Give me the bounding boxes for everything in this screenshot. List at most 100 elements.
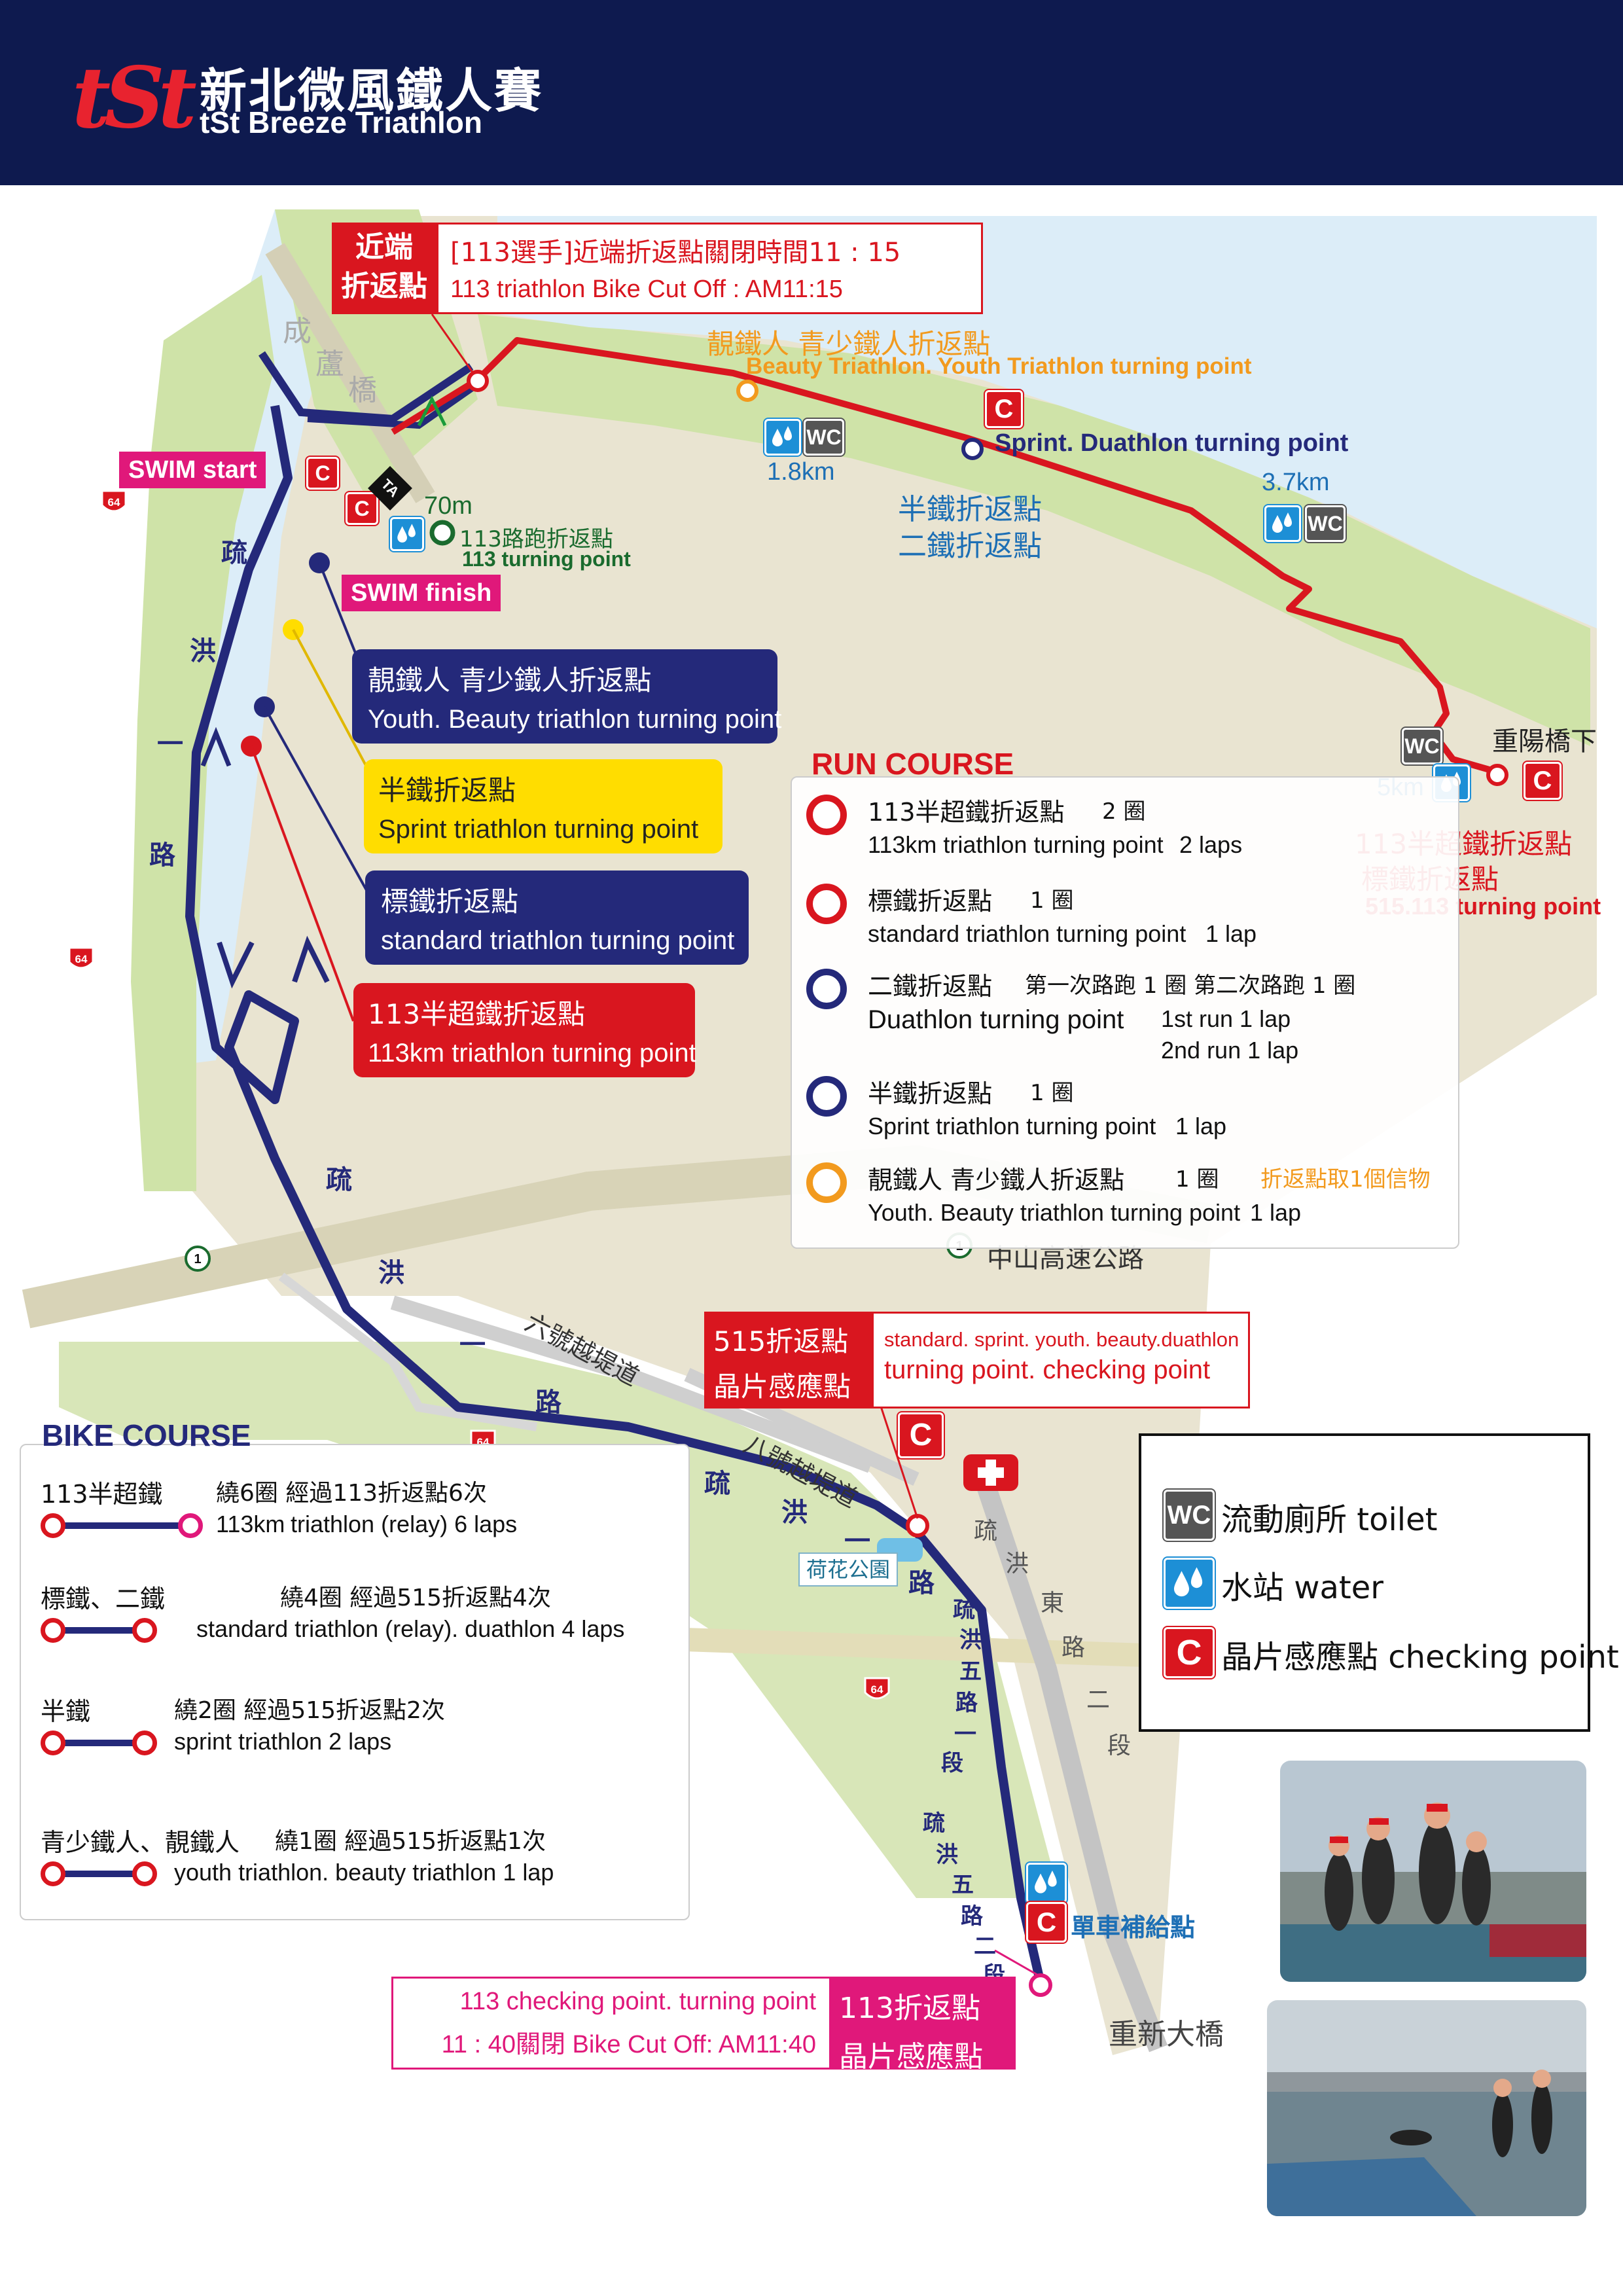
- park-green-north: [478, 314, 1590, 746]
- bike-supply-label: 單車補給點: [1071, 1913, 1196, 1942]
- duathlon-turn-label: 二鐵折返點: [898, 529, 1042, 563]
- road-shuhong-east-char: 疏: [974, 1518, 998, 1545]
- turn-515-en2: turning point. checking point: [884, 1355, 1211, 1384]
- toilet-icon: WC: [1164, 1490, 1215, 1541]
- bike-row-zh-name: 青少鐵人、靚鐵人: [41, 1828, 240, 1857]
- race-photo-swimmers: [1267, 2000, 1586, 2216]
- run-row-zh-laps: 1 圈: [1175, 1166, 1219, 1193]
- bike-row-zh-desc: 繞1圈 經過515折返點1次: [275, 1828, 546, 1855]
- distance-1-8km: 1.8km: [767, 458, 835, 486]
- bike-row-zh-desc: 繞6圈 經過113折返點6次: [216, 1480, 487, 1507]
- bike-row-en-desc: triathlon (relay) 6 laps: [291, 1511, 518, 1537]
- run-turn-marker-icon: [806, 1162, 847, 1203]
- beauty-youth-top-zh: 靚鐵人 青少鐵人折返點: [707, 328, 991, 360]
- run-row-zh-laps: 第一次路跑 1 圈 第二次路跑 1 圈: [1025, 973, 1356, 999]
- road-shuhong1-char: 路: [535, 1388, 562, 1418]
- run-course-panel: [791, 776, 1459, 1249]
- road-shuhong1-char: 一: [844, 1526, 870, 1556]
- bike-route-sample: [51, 1627, 143, 1634]
- checkpoint-icon: C: [898, 1412, 944, 1458]
- chongxin-bridge-label: 重新大橋: [1109, 2018, 1224, 2051]
- bike-route-end-marker: [132, 1861, 157, 1886]
- title-chinese: 新北微風鐵人賽: [200, 63, 544, 118]
- road-shuhong-east-char: 東: [1041, 1590, 1065, 1617]
- highway-64-shield: 64: [99, 488, 128, 518]
- road-shuhong5-char: 疏: [953, 1597, 975, 1623]
- callout-standard-en: standard triathlon turning point: [381, 926, 735, 955]
- run-row-en: Duathlon turning point: [868, 1005, 1124, 1034]
- turn-113-box: 113折返點 晶片感應點: [831, 1977, 1016, 2073]
- bike-route-start-marker: [41, 1861, 65, 1886]
- callout-113km-en: 113km triathlon turning point: [368, 1039, 696, 1067]
- callout-sprint-zh: 半鐵折返點: [378, 774, 516, 806]
- chenglu-bridge-char3: 橋: [348, 374, 377, 407]
- run-turn-marker-icon: [806, 884, 847, 924]
- run-row-en: Sprint triathlon turning point: [868, 1113, 1156, 1139]
- run-row-zh: 半鐵折返點: [868, 1079, 993, 1108]
- road-shuhong5-char: 路: [955, 1690, 978, 1716]
- header-banner: tSt 新北微風鐵人賽 tSt Breeze Triathlon: [0, 0, 1623, 185]
- checkpoint-icon: C: [346, 492, 378, 525]
- road-shuhong1-char: 疏: [704, 1469, 730, 1499]
- run-row-en: Youth. Beauty triathlon turning point: [868, 1199, 1241, 1226]
- bike-route-start-marker: [41, 1513, 65, 1538]
- turn-113-info: 113 checking point. turning point 11 : 4…: [391, 1977, 831, 2070]
- checkpoint-icon: C: [1524, 762, 1561, 800]
- 113-run-turn-marker: [429, 520, 455, 546]
- svg-text:64: 64: [871, 1683, 883, 1696]
- bike-row-zh-desc: 繞4圈 經過515折返點4次: [280, 1585, 551, 1611]
- swim-start-label: SWIM start: [119, 452, 266, 488]
- run-row-note: 折返點取1個信物: [1260, 1166, 1431, 1193]
- bike-route-end-marker: [132, 1618, 157, 1643]
- road-shuhong5-char: 疏: [923, 1810, 945, 1837]
- run-row-zh: 標鐵折返點: [868, 887, 993, 916]
- run-course-title: RUN COURSE: [812, 747, 1014, 781]
- highway-1-shield: 1: [183, 1244, 212, 1274]
- bike-route-end-marker: [132, 1731, 157, 1755]
- checkpoint-icon: C: [306, 457, 339, 490]
- run-row-zh-laps: 1 圈: [1030, 888, 1074, 914]
- lotus-park-label: 荷花公園: [798, 1552, 899, 1587]
- callout-sprint: 半鐵折返點 Sprint triathlon turning point: [364, 759, 722, 853]
- bike-row-zh-name: 半鐵: [41, 1697, 91, 1726]
- bike-row-en-desc: youth triathlon. beauty triathlon 1 lap: [174, 1859, 554, 1886]
- road-shuhong1-char: 路: [908, 1568, 935, 1598]
- callout-113km: 113半超鐵折返點 113km triathlon turning point: [353, 983, 696, 1077]
- run-row-en-laps2: 2nd run 1 lap: [1161, 1037, 1299, 1064]
- chongyang-turn-marker: [1486, 764, 1508, 786]
- water-station-icon: [1164, 1558, 1215, 1609]
- bike-route: [185, 404, 1045, 1984]
- road-shuhong5-char: 洪: [936, 1842, 958, 1868]
- sprint-duathlon-marker: [961, 438, 984, 460]
- road-shuhong1-char: 洪: [378, 1258, 404, 1288]
- svg-text:64: 64: [108, 496, 120, 509]
- title-english: tSt Breeze Triathlon: [200, 105, 482, 139]
- road-shuhong1-char: 疏: [326, 1165, 352, 1195]
- callout-youth-beauty-en: Youth. Beauty triathlon turning point: [368, 705, 782, 734]
- bike-row-en-desc: standard triathlon (relay). duathlon 4 l…: [196, 1615, 625, 1642]
- road-shuhong1-char: 路: [149, 840, 175, 870]
- road-shuhong1-char: 一: [157, 729, 183, 759]
- sprint-duathlon-label: Sprint. Duathlon turning point: [995, 429, 1349, 457]
- 113-turn-marker: [1029, 1973, 1052, 1997]
- shuhong-east-road: [972, 1469, 1168, 2053]
- bike-route-sample: [51, 1522, 188, 1529]
- callout-youth-beauty: 靚鐵人 青少鐵人折返點 Youth. Beauty triathlon turn…: [352, 649, 782, 744]
- road-shuhong1-char: 一: [459, 1330, 486, 1360]
- run-row-zh: 113半超鐵折返點: [868, 798, 1065, 827]
- run-row-en-laps: 1st run 1 lap: [1161, 1005, 1291, 1032]
- road-shuhong5-char: 五: [959, 1659, 982, 1685]
- half-turn-label: 半鐵折返點: [898, 493, 1042, 526]
- turn-515-en1: standard. sprint. youth. beauty.duathlon: [884, 1328, 1240, 1351]
- turn-113-en2: 11 : 40關閉 Bike Cut Off: AM11:40: [441, 2031, 816, 2058]
- bike-row-zh-name: 標鐵、二鐵: [41, 1585, 166, 1613]
- bike-row-en-desc: sprint triathlon 2 laps: [174, 1728, 392, 1755]
- run-row-zh: 靚鐵人 青少鐵人折返點: [868, 1166, 1125, 1194]
- road-shuhong-east-char: 路: [1061, 1634, 1086, 1661]
- beauty-youth-top-en: Beauty Triathlon. Youth Triathlon turnin…: [746, 353, 1252, 379]
- near-turn-zh: [113選手]近端折返點關閉時間11 : 15: [450, 238, 901, 268]
- road-shuhong5-char: 五: [952, 1872, 974, 1898]
- checkpoint-icon: C: [1026, 1902, 1067, 1943]
- turn-515-box: 515折返點 晶片感應點: [704, 1312, 872, 1408]
- toilet-icon: WC: [1305, 505, 1346, 542]
